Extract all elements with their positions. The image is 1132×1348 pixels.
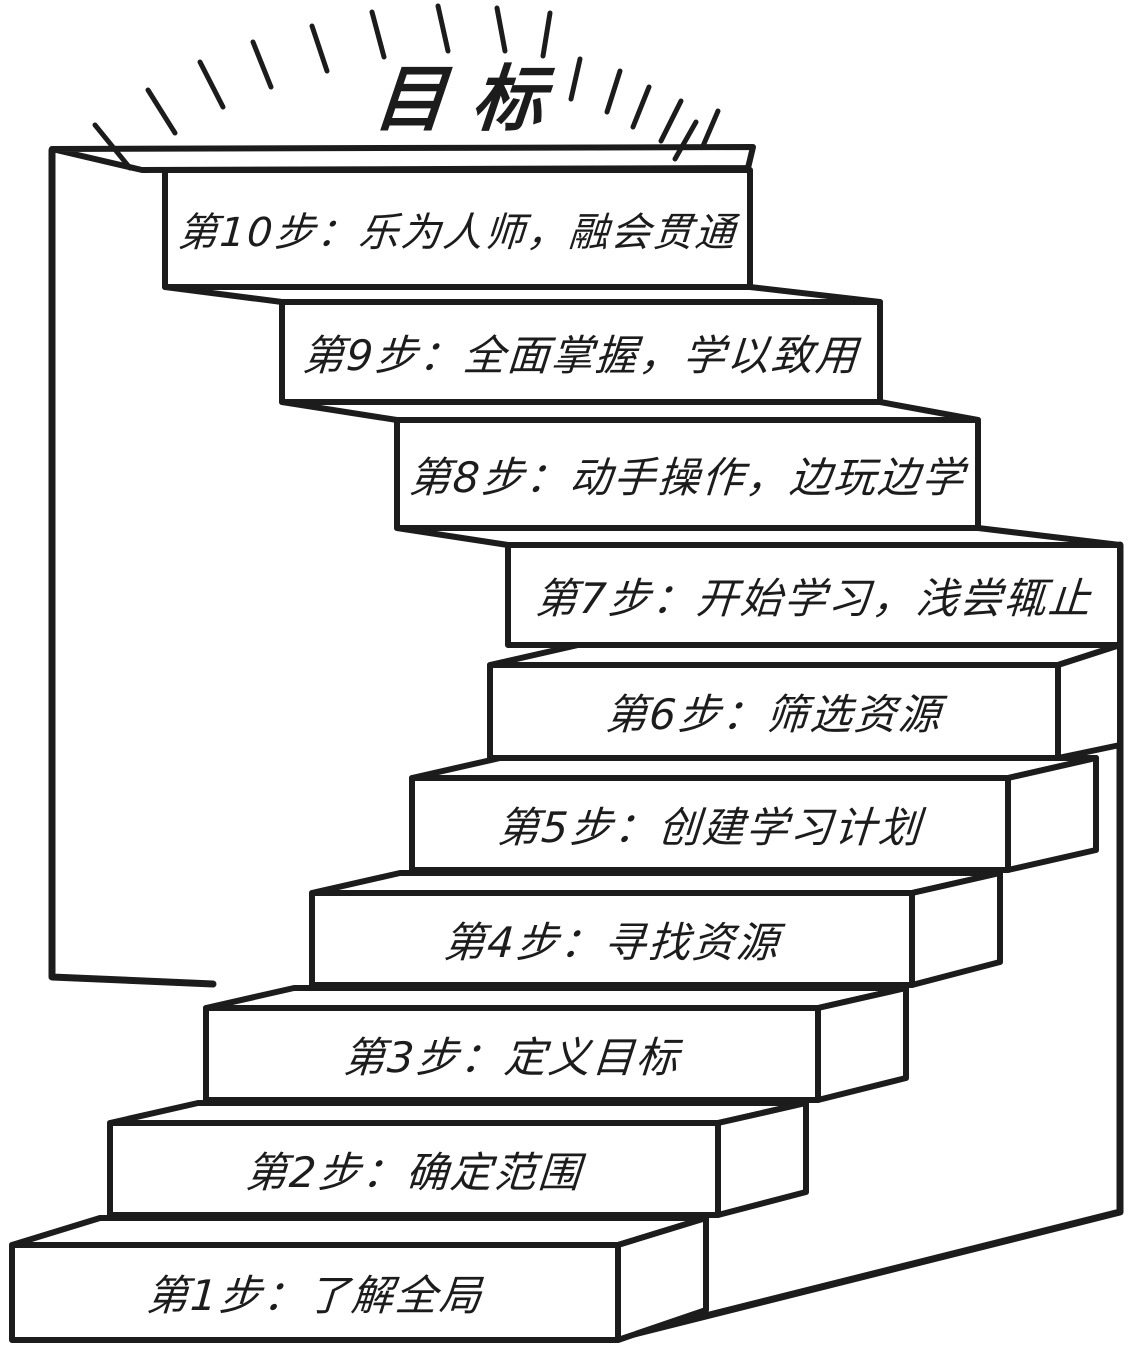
step-1-top-face	[9, 1215, 709, 1248]
step-7-front-face	[505, 542, 1123, 648]
step-1-front-face	[9, 1242, 621, 1343]
ray	[250, 39, 274, 90]
right-wall	[614, 541, 1124, 1342]
step-9-label: 第9步：全面掌握，学以致用	[300, 330, 861, 380]
step-8-label: 第8步：动手操作，边玩边学	[407, 452, 968, 502]
ray	[494, 5, 508, 54]
step-5-front-face	[409, 775, 1011, 873]
step-5-box	[409, 755, 1099, 873]
step-4-side-face	[909, 870, 1003, 988]
step-10-label: 第10步：乐为人师，融会贯通	[176, 209, 739, 256]
ray	[309, 23, 330, 74]
top-platform-face	[49, 144, 756, 173]
ray	[435, 3, 451, 54]
step-5-label: 第5步：创建学习计划	[495, 802, 924, 852]
step-3-side-face	[815, 985, 909, 1103]
step-3-label: 第3步：定义目标	[341, 1032, 682, 1082]
step-7-label: 第7步：开始学习，浅尝辄止	[533, 573, 1094, 623]
ray	[92, 122, 133, 171]
step-6-side-face	[1055, 642, 1123, 761]
step-4-label: 第4步：寻找资源	[441, 917, 782, 967]
ray	[145, 87, 178, 136]
ray	[568, 56, 583, 102]
step-2-side-face	[715, 1100, 809, 1218]
ray	[672, 119, 699, 162]
ray	[700, 108, 721, 149]
step-2-front-face	[107, 1120, 721, 1218]
ray	[369, 9, 387, 60]
step-4-box	[309, 870, 1003, 988]
step-1-label: 第1步：了解全局	[144, 1271, 485, 1320]
ray	[197, 59, 226, 110]
ray	[540, 10, 553, 59]
left-wall	[48, 146, 217, 988]
step-8-front-face	[394, 417, 981, 531]
step-5-side-face	[1005, 755, 1099, 873]
step-1-box	[9, 1215, 709, 1343]
step-2-label: 第2步：确定范围	[243, 1147, 584, 1197]
step-6-label: 第6步：筛选资源	[603, 690, 944, 739]
step-6-front-face	[487, 662, 1061, 761]
step-4-front-face	[309, 890, 915, 988]
rays-icon	[92, 3, 721, 171]
step-3-front-face	[203, 1005, 821, 1103]
goal-title: 目标	[370, 56, 575, 141]
ray	[658, 98, 684, 144]
ray	[630, 84, 652, 130]
step-10-front-face	[162, 167, 753, 290]
step-3-box	[203, 985, 909, 1103]
ray	[604, 68, 623, 115]
step-6-box	[487, 642, 1123, 761]
